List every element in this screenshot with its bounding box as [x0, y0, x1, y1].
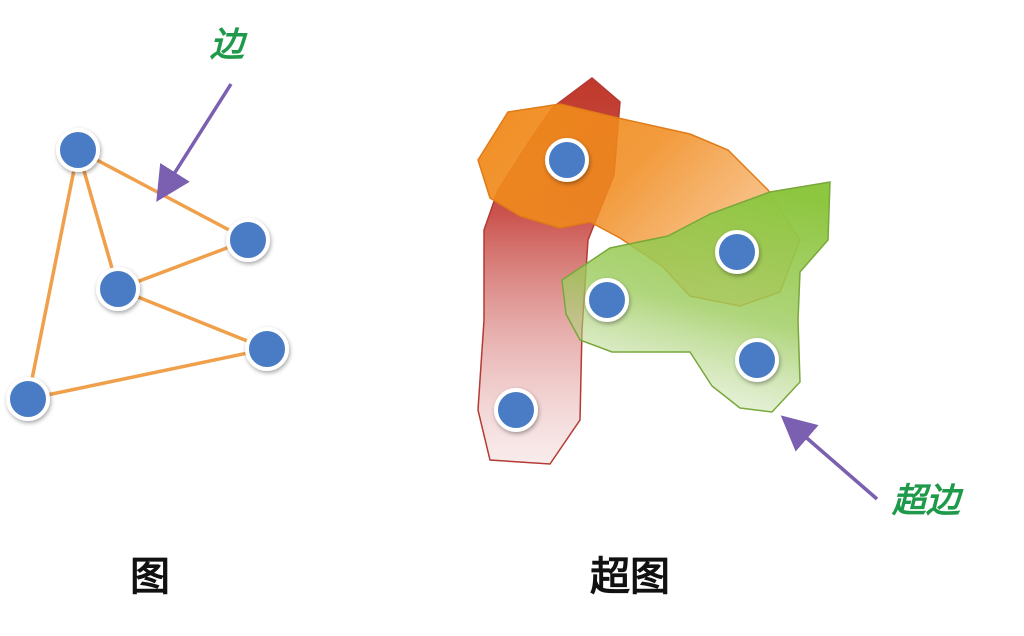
graph-node: [245, 327, 289, 371]
hypergraph-node: [494, 388, 538, 432]
hypergraph-node: [585, 278, 629, 322]
graph-node: [226, 218, 270, 262]
graph-node: [6, 377, 50, 421]
graph-edge: [76, 148, 120, 291]
graph-edge: [76, 148, 250, 242]
hypergraph: 超边 超图: [477, 77, 964, 600]
graph-node: [56, 128, 100, 172]
graph-edge: [26, 347, 269, 401]
edge-arrow: [156, 83, 233, 202]
hypergraph-caption: 超图: [590, 553, 670, 600]
hypergraph-node: [715, 230, 759, 274]
graph-edge: [116, 287, 269, 351]
graph-edges: [26, 148, 269, 401]
hypergraph-node: [735, 338, 779, 382]
hypergraph-node: [545, 138, 589, 182]
graph: 边 图: [6, 25, 289, 600]
hyperedge-arrow: [780, 415, 879, 501]
edge-callout: 边: [210, 25, 248, 65]
graph-nodes: [6, 128, 289, 421]
graph-edge: [116, 238, 250, 291]
graph-caption: 图: [130, 553, 170, 600]
hypergraph-nodes: [494, 138, 779, 432]
graph-node: [96, 267, 140, 311]
graph-edge: [26, 148, 80, 401]
hyperedge-callout: 超边: [891, 481, 964, 521]
